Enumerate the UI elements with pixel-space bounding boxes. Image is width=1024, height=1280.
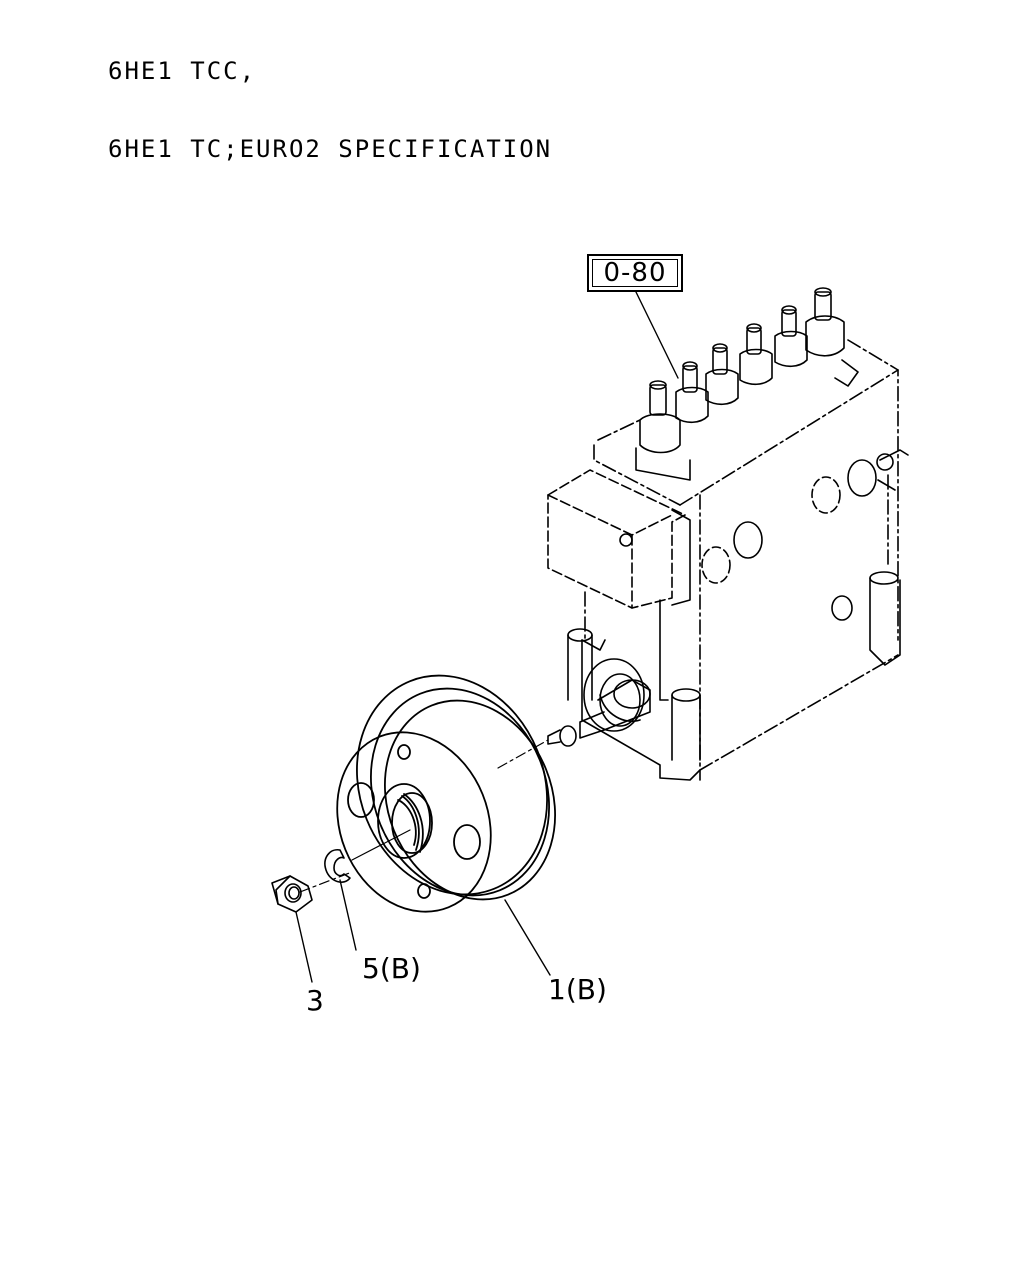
camshaft-tip: [547, 679, 651, 747]
assembly-centerline: [299, 739, 549, 893]
injection-pump-body: [547, 339, 909, 781]
reference-label: 0-80: [592, 258, 678, 288]
reference-box[interactable]: 0-80: [587, 254, 683, 292]
gear-hub: [336, 674, 556, 913]
callout-part-3[interactable]: 3: [306, 984, 324, 1017]
spring-washer: [324, 848, 351, 883]
callout-part-5[interactable]: 5(B): [362, 952, 421, 985]
callout-part-1[interactable]: 1(B): [548, 973, 607, 1006]
model-line-1: 6HE1 TCC,: [108, 57, 257, 85]
leader-lines: [295, 291, 679, 983]
model-line-2: 6HE1 TC;EURO2 SPECIFICATION: [108, 135, 553, 163]
diagram-header: 6HE1 TCC, 6HE1 TC;EURO2 SPECIFICATION: [108, 6, 552, 188]
hex-nut: [271, 875, 313, 913]
delivery-valve-holders: [635, 287, 859, 481]
